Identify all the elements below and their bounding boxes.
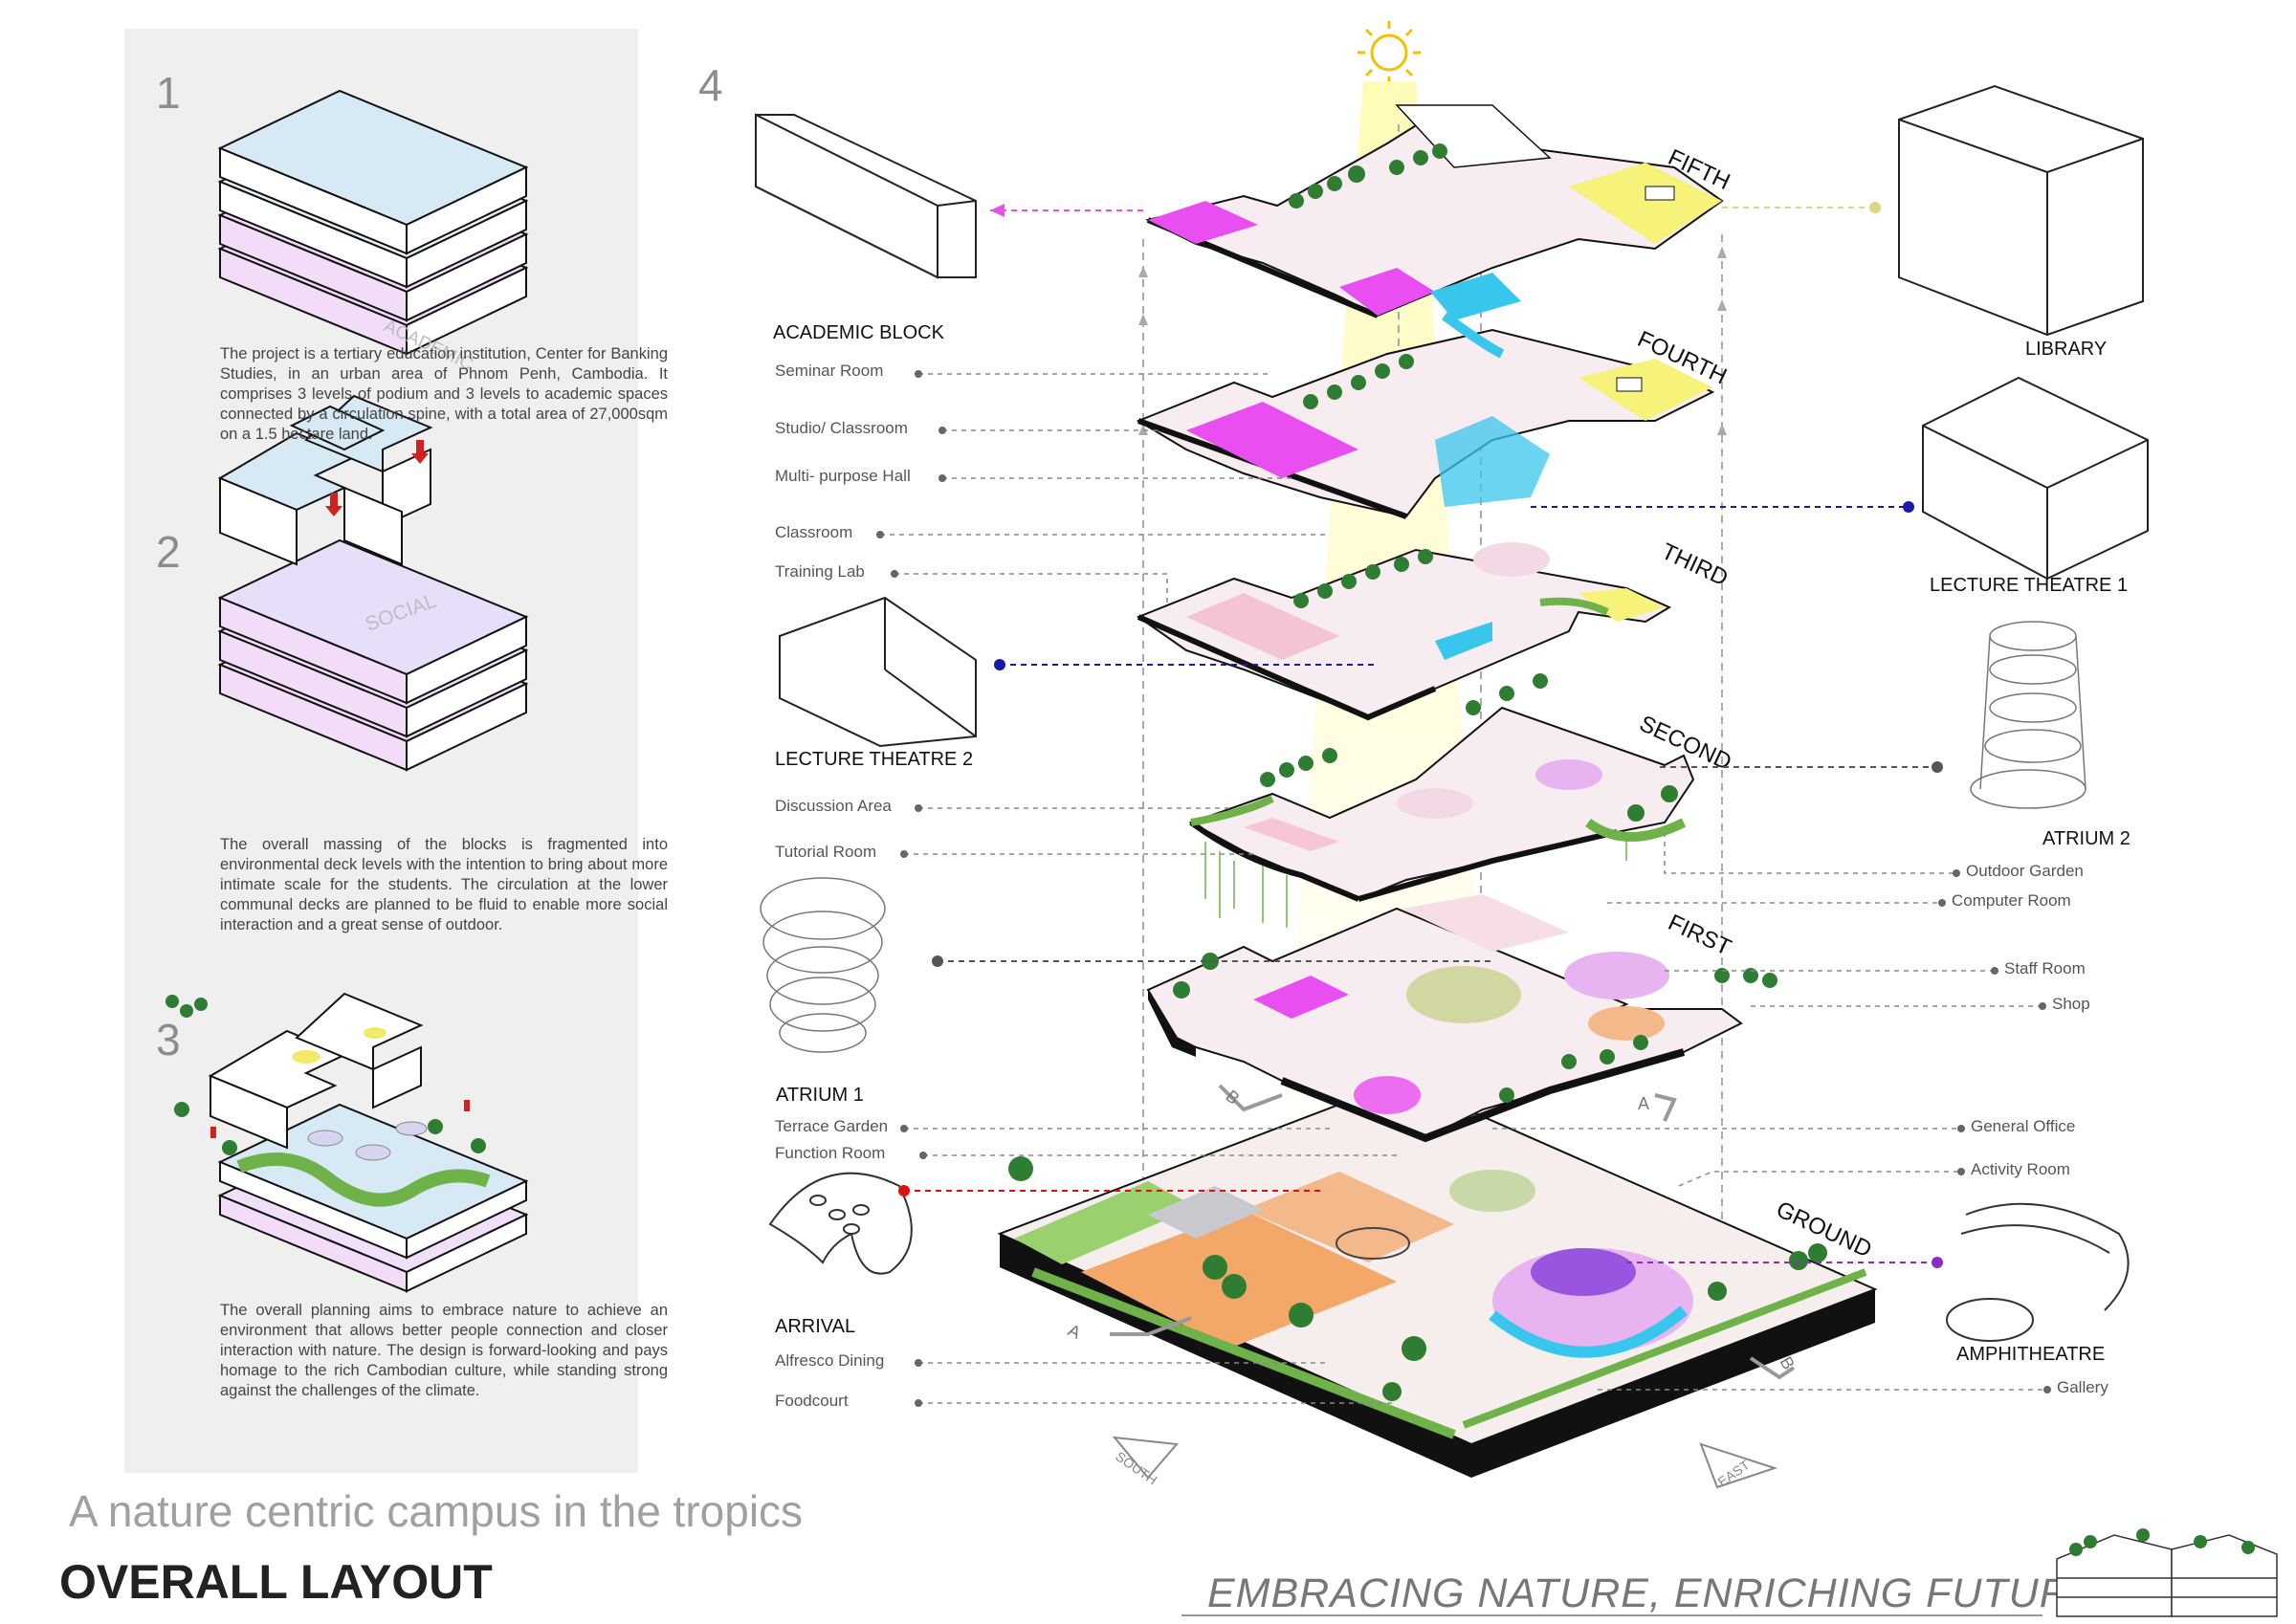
step-1-description: The project is a tertiary education inst… (220, 345, 668, 443)
section-a-bottom-label: A (1065, 1320, 1083, 1342)
label-discussion-area: Discussion Area (775, 797, 892, 815)
step-1-massing (217, 89, 529, 356)
slogan-underline (1181, 1614, 2042, 1616)
label-function-room: Function Room (775, 1144, 886, 1162)
academic-block-thumbnail (755, 113, 977, 279)
compass-south-icon: SOUTH (1112, 1436, 1179, 1488)
level-first-label: FIRST (1664, 910, 1735, 961)
compass-east-icon: EAST (1699, 1442, 1778, 1489)
label-terrace-garden: Terrace Garden (775, 1117, 889, 1135)
step-3-description: The overall planning aims to embrace nat… (220, 1302, 668, 1399)
label-computer-room: Computer Room (1952, 891, 2071, 910)
connector-lines (904, 207, 1937, 1263)
lecture-theatre-2-thumbnail (779, 596, 977, 748)
connector-endpoints (898, 202, 1943, 1268)
trees (1008, 143, 1827, 1401)
page-subtitle: A nature centric campus in the tropics (69, 1486, 804, 1536)
level-names: FIFTH FOURTH THIRD SECOND FIRST GROUND (1633, 144, 1875, 1263)
label-training-lab: Training Lab (775, 562, 865, 581)
atrium-1-title: ATRIUM 1 (776, 1085, 864, 1106)
label-outdoor-garden: Outdoor Garden (1966, 862, 2084, 880)
atrium-2-thumbnail (1970, 621, 2086, 809)
step-3-massing (166, 992, 529, 1293)
academic-block-title: ACADEMIC BLOCK (773, 322, 944, 343)
label-general-office: General Office (1971, 1117, 2076, 1135)
atrium-1-thumbnail (760, 877, 886, 1053)
left-leader-dots (876, 370, 946, 1407)
label-alfresco-dining: Alfresco Dining (775, 1351, 885, 1370)
arrival-title: ARRIVAL (775, 1316, 856, 1337)
compass-south-label: SOUTH (1113, 1448, 1159, 1487)
amphitheatre-title: AMPHITHEATRE (1956, 1344, 2106, 1365)
step-2-number: 2 (156, 527, 181, 577)
step-1-number: 1 (156, 68, 181, 118)
lecture-theatre-1-title: LECTURE THEATRE 1 (1930, 575, 2129, 596)
library-title: LIBRARY (2025, 339, 2108, 360)
step-2-description: The overall massing of the blocks is fra… (220, 836, 668, 933)
first-level (1146, 894, 1743, 1143)
label-seminar-room: Seminar Room (775, 362, 884, 380)
third-level (1136, 542, 1672, 721)
compass-east-label: EAST (1715, 1457, 1753, 1489)
label-multi-purpose-hall: Multi- purpose Hall (775, 467, 911, 485)
label-studio-classroom: Studio/ Classroom (775, 419, 908, 437)
amphitheatre-thumbnail (1946, 1202, 2130, 1342)
right-leaders (1492, 832, 2047, 1391)
label-tutorial-room: Tutorial Room (775, 843, 877, 861)
step-4-number: 4 (698, 60, 723, 110)
step-3-number: 3 (156, 1015, 181, 1064)
lecture-theatre-1-thumbnail (1922, 376, 2149, 581)
fourth-level (1136, 328, 1715, 519)
left-leaders (880, 373, 1397, 1404)
label-gallery: Gallery (2057, 1378, 2108, 1396)
ground-level (997, 1079, 1878, 1478)
label-classroom: Classroom (775, 523, 853, 541)
fifth-level (1145, 104, 1724, 359)
concept-diagrams: ACADEMIC SOCIAL (166, 89, 529, 1293)
page-title: OVERALL LAYOUT (59, 1555, 493, 1609)
concept-panel: 1 2 3 (124, 29, 668, 1473)
lecture-theatre-2-title: LECTURE THEATRE 2 (775, 749, 974, 770)
label-shop: Shop (2052, 995, 2090, 1013)
guide-arrows (1138, 247, 1727, 435)
step-2-massing: ACADEMIC SOCIAL (217, 316, 529, 772)
label-staff-room: Staff Room (2004, 959, 2086, 977)
slogan: EMBRACING NATURE, ENRICHING FUTURE (1207, 1570, 2099, 1616)
label-foodcourt: Foodcourt (775, 1392, 849, 1410)
section-marks (1110, 1084, 1796, 1380)
label-activity-room: Activity Room (1971, 1160, 2070, 1178)
right-leader-dots (1938, 869, 2051, 1394)
library-thumbnail (1898, 84, 2144, 337)
level-third-label: THIRD (1657, 538, 1732, 591)
sun-icon (1358, 21, 1421, 84)
arrival-canopy-thumbnail (768, 1172, 913, 1275)
section-a-top-label: A (1638, 1094, 1649, 1113)
second-level (1188, 706, 1695, 928)
atrium-2-title: ATRIUM 2 (2042, 828, 2130, 849)
